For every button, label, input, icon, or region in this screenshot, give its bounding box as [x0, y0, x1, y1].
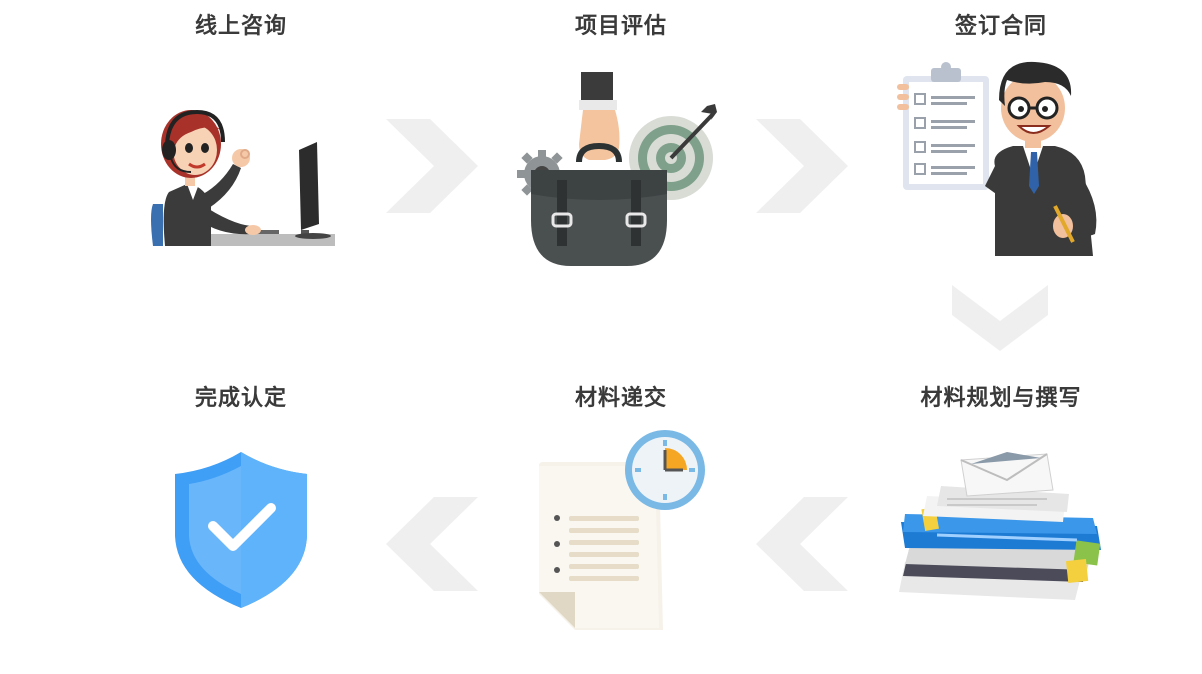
step-title: 完成认定 [194, 386, 287, 411]
step-assess: 项目评估 [471, 0, 771, 270]
step-contract: 签订合同 [851, 0, 1151, 260]
shield-check-icon [175, 452, 307, 608]
step-plan: 材料规划与撰写 [851, 372, 1151, 632]
chevron-down-icon [952, 285, 1048, 351]
step-title: 材料递交 [574, 386, 667, 411]
step-title: 签订合同 [954, 14, 1047, 39]
contract-businessman-icon [897, 61, 1097, 256]
customer-service-icon [151, 109, 335, 246]
step-consult: 线上咨询 [91, 0, 391, 260]
chevron-right-icon [756, 119, 848, 213]
step-title: 线上咨询 [194, 14, 287, 39]
chevron-right-icon [386, 119, 478, 213]
chevron-left-icon [756, 497, 848, 591]
step-submit: 材料递交 [471, 372, 771, 642]
step-title: 项目评估 [574, 14, 667, 39]
step-complete: 完成认定 [91, 372, 391, 632]
step-title: 材料规划与撰写 [920, 386, 1082, 411]
briefcase-target-icon [517, 72, 717, 266]
chevron-left-icon [386, 497, 478, 591]
document-clock-icon [539, 430, 705, 630]
document-folders-icon [899, 452, 1101, 600]
